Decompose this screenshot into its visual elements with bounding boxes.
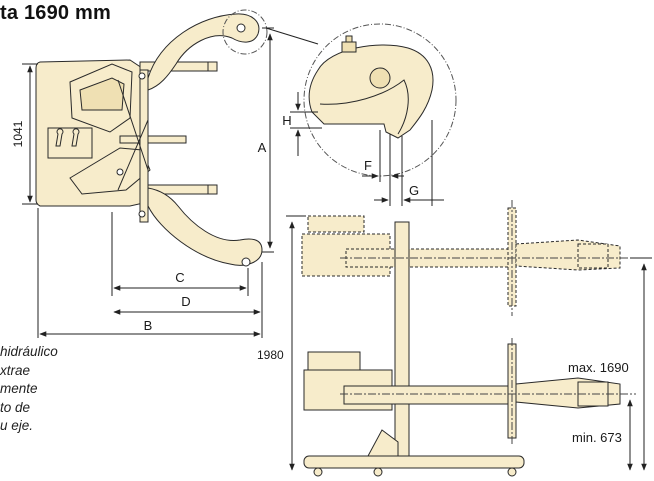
detail-view (303, 23, 457, 177)
dim-label-c: C (175, 270, 184, 285)
note-line: to de (0, 399, 31, 415)
top-view (35, 13, 263, 267)
claw-arm-upper (147, 13, 260, 91)
note-line: xtrae (0, 362, 31, 378)
side-view-raised (301, 207, 621, 307)
page-title: ta 1690 mm (0, 2, 111, 24)
dim-label-h: H (282, 113, 291, 128)
side-view-lowered (303, 343, 621, 439)
dim-label-a: A (258, 140, 267, 155)
dim-label-d: D (181, 294, 190, 309)
fork-tine (207, 61, 218, 72)
claw-arm-lower (147, 187, 263, 266)
dim-label-b: B (144, 318, 153, 333)
dim-label-min: min. 673 (572, 430, 622, 445)
note-line: mente (0, 381, 38, 396)
note-line: u eje. (0, 418, 34, 433)
frame-bar (139, 69, 149, 223)
dim-label-max: max. 1690 (568, 360, 629, 375)
control-box (47, 127, 93, 159)
dim-label-g: G (409, 183, 419, 198)
description-note: hidráulico xtrae mente to de u eje. (0, 343, 132, 436)
note-line: hidráulico (0, 344, 58, 359)
lower-mechanism (69, 147, 151, 195)
fork-tine (119, 135, 187, 144)
dim-label-1041: 1041 (11, 120, 25, 147)
dim-label-1980: 1980 (257, 348, 284, 362)
dim-label-f: F (364, 158, 372, 173)
fork-tine (207, 184, 218, 195)
